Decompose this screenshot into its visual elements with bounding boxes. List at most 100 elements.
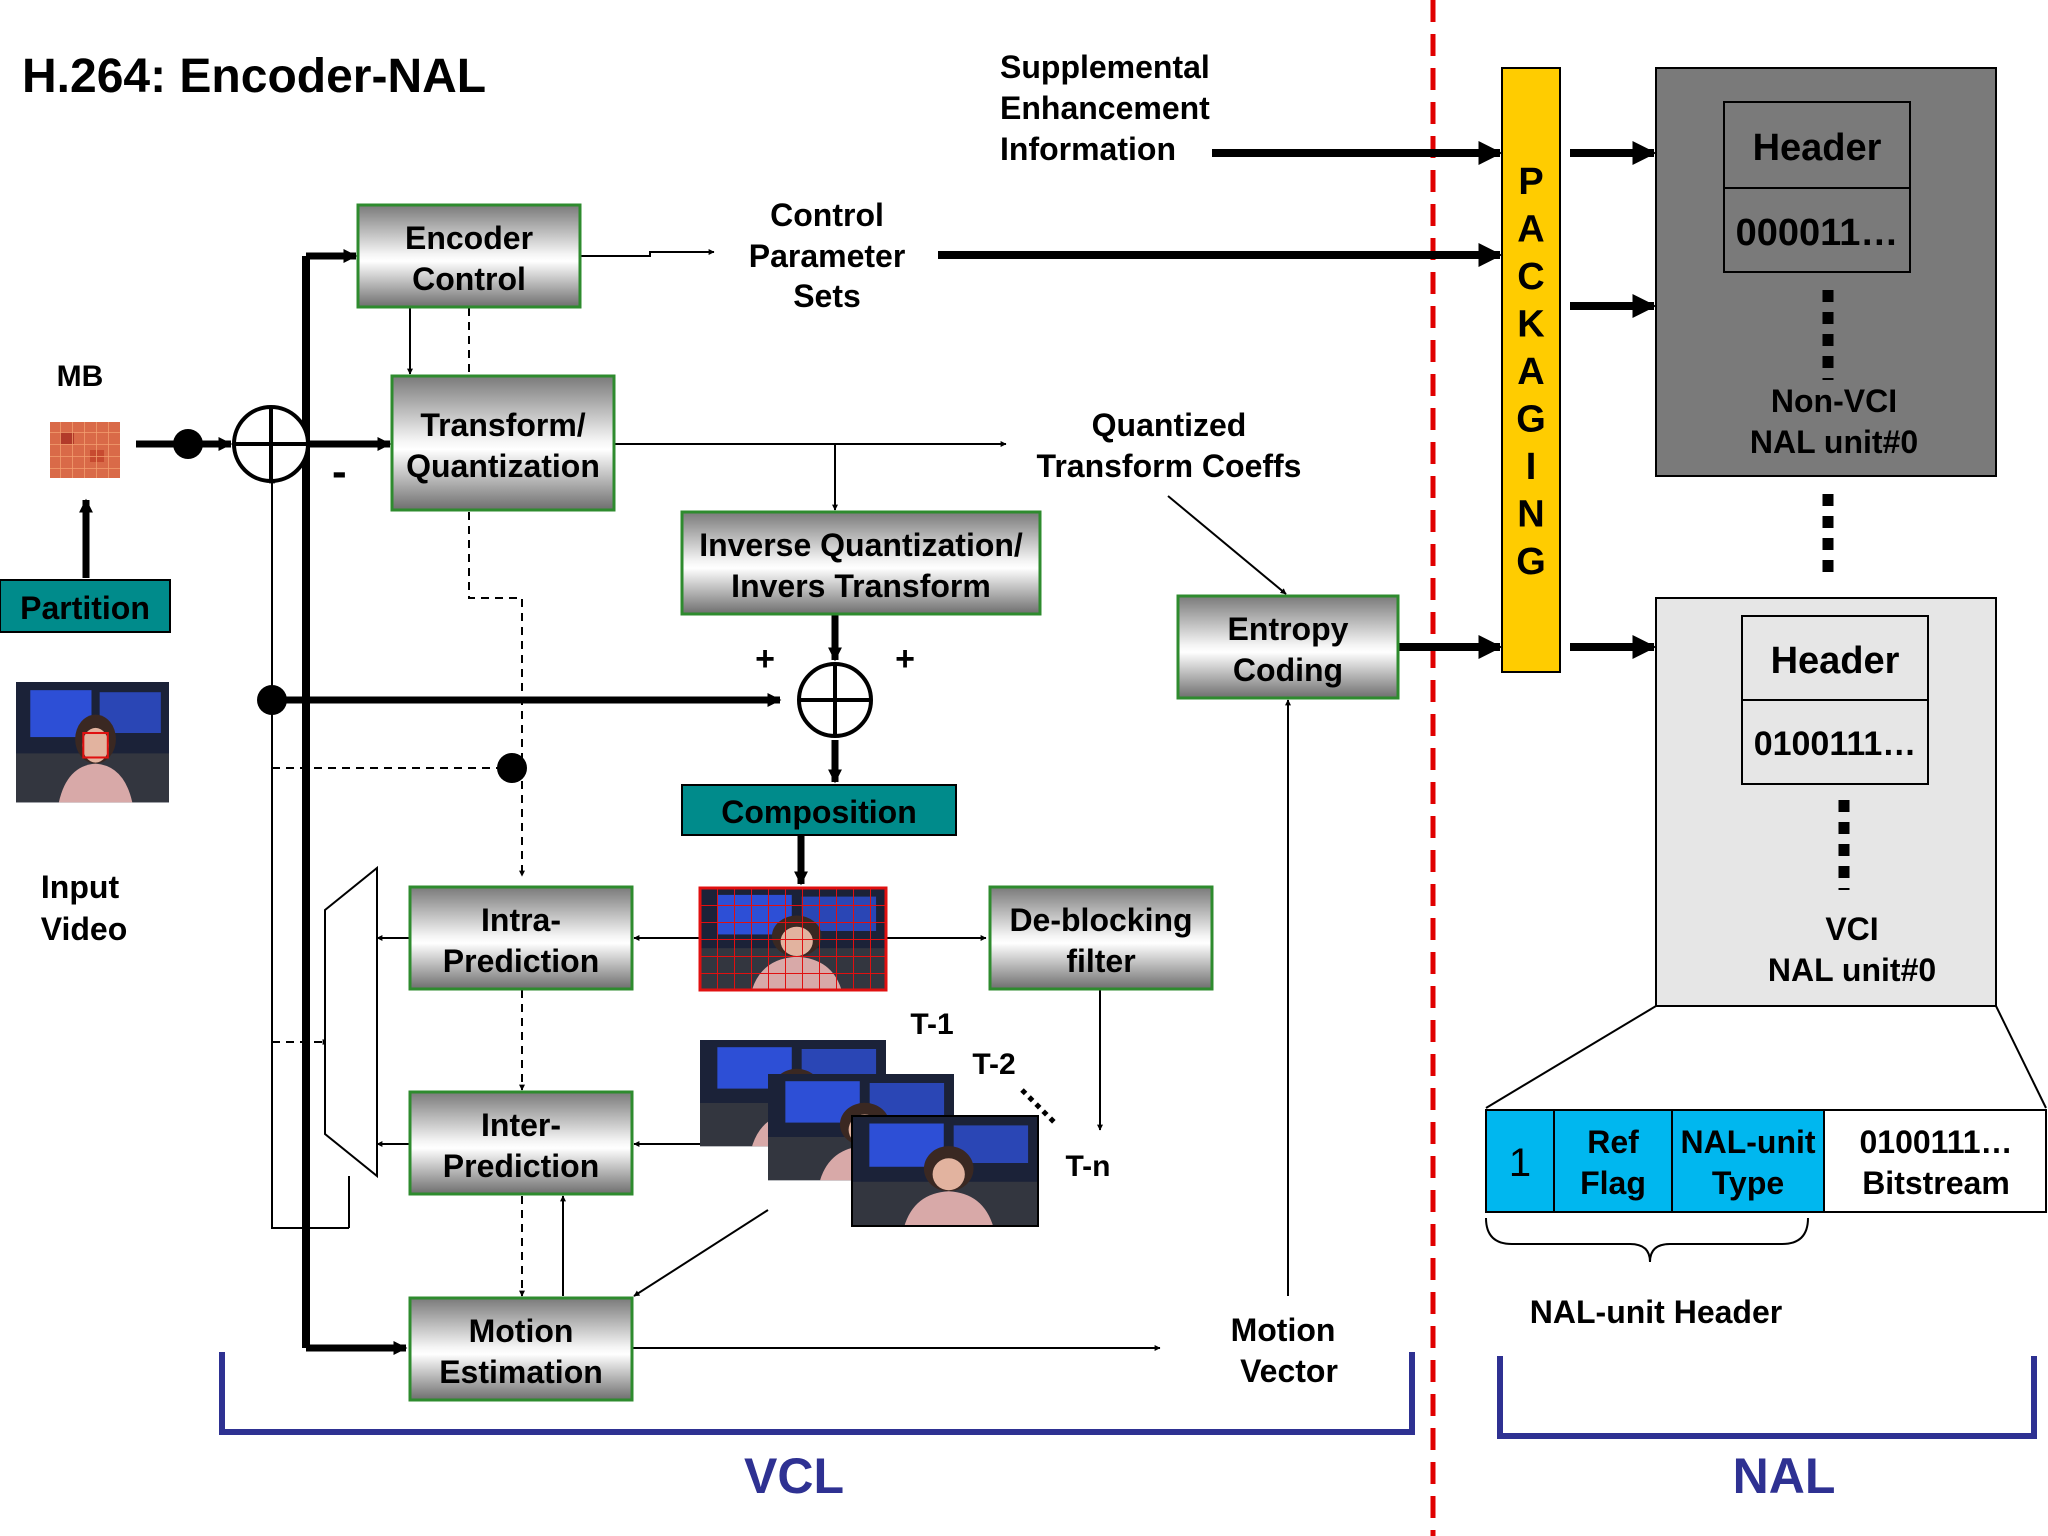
mode-selector xyxy=(324,865,378,1179)
partition-block: Partition xyxy=(0,579,171,633)
dashed-control-lines xyxy=(272,308,525,1297)
svg-text:Partition: Partition xyxy=(20,590,150,626)
ellipsis-dots xyxy=(1020,1088,1058,1126)
inter-prediction-block: Inter- Prediction xyxy=(408,1090,634,1196)
entropy-coding-block: Entropy Coding xyxy=(1176,594,1400,700)
input-video-label: Input xyxy=(41,869,120,905)
packaging-letter: P xyxy=(1518,161,1543,203)
input-video-thumbnail xyxy=(16,682,169,803)
packaging-letter: G xyxy=(1516,541,1546,583)
svg-text:Type: Type xyxy=(1712,1165,1784,1201)
control-parameter-sets-label: Control Parameter Sets xyxy=(749,197,906,314)
macroblock-thumbnail xyxy=(50,422,120,478)
packaging-letter: G xyxy=(1516,399,1546,441)
packaging-letter: A xyxy=(1517,209,1544,251)
sei-label: Supplemental Enhancement Information xyxy=(1000,49,1210,167)
svg-text:Vector: Vector xyxy=(1240,1353,1338,1389)
reconstructed-frame xyxy=(698,886,888,992)
control-lines xyxy=(269,249,1291,1351)
junction-dot xyxy=(173,429,203,459)
forbidden-bit: 1 xyxy=(1509,1141,1531,1185)
svg-text:De-blocking: De-blocking xyxy=(1009,902,1192,938)
svg-text:Enhancement: Enhancement xyxy=(1000,90,1210,126)
non-vcl-bits: 000011… xyxy=(1736,212,1899,254)
svg-text:Control: Control xyxy=(412,261,526,297)
vcl-bracket xyxy=(219,1352,1415,1435)
packaging-letter: C xyxy=(1517,256,1544,298)
svg-text:Flag: Flag xyxy=(1580,1165,1646,1201)
reference-frames xyxy=(700,1040,1039,1227)
svg-text:Inverse Quantization/: Inverse Quantization/ xyxy=(699,527,1023,563)
add-node xyxy=(797,662,873,738)
non-vcl-header: Header xyxy=(1753,127,1882,169)
page-title: H.264: Encoder-NAL xyxy=(22,50,486,103)
svg-text:Sets: Sets xyxy=(793,278,861,314)
tn-label: T-n xyxy=(1066,1150,1111,1183)
input-video-label-2: Video xyxy=(41,911,128,947)
composition-block: Composition xyxy=(681,784,957,836)
intra-prediction-block: Intra- Prediction xyxy=(408,885,634,991)
junction-dot xyxy=(257,685,287,715)
svg-text:Encoder: Encoder xyxy=(405,220,533,256)
svg-text:NAL unit#0: NAL unit#0 xyxy=(1768,952,1936,988)
minus-sign: - xyxy=(332,447,347,496)
packaging-letter: N xyxy=(1517,494,1544,536)
svg-text:Composition: Composition xyxy=(721,794,917,830)
svg-text:Coding: Coding xyxy=(1233,652,1343,688)
packaging-letter: A xyxy=(1517,351,1544,393)
svg-text:Quantized: Quantized xyxy=(1092,407,1247,443)
nal-label: NAL xyxy=(1733,1448,1836,1504)
t2-label: T-2 xyxy=(972,1048,1015,1081)
svg-text:Motion: Motion xyxy=(1231,1312,1336,1348)
svg-text:Entropy: Entropy xyxy=(1228,611,1349,647)
packaging-letter: K xyxy=(1517,304,1545,346)
svg-text:Non-VCI: Non-VCI xyxy=(1771,383,1897,419)
svg-text:Information: Information xyxy=(1000,131,1176,167)
inverse-quantization-block: Inverse Quantization/ Invers Transform xyxy=(680,510,1042,616)
svg-text:Invers Transform: Invers Transform xyxy=(731,568,991,604)
vcl-header: Header xyxy=(1771,640,1900,682)
ref-flag-label: Ref xyxy=(1587,1124,1639,1160)
plus-sign-left: + xyxy=(755,640,775,678)
svg-text:Inter-: Inter- xyxy=(481,1107,561,1143)
non-vcl-nal-unit: Header 000011… Non-VCI NAL unit#0 xyxy=(1655,67,1997,477)
deblocking-filter-block: De-blocking filter xyxy=(988,885,1214,991)
vcl-bits: 0100111… xyxy=(1754,725,1917,763)
motion-estimation-block: Motion Estimation xyxy=(408,1296,634,1402)
svg-text:NAL unit#0: NAL unit#0 xyxy=(1750,424,1918,460)
svg-text:Prediction: Prediction xyxy=(443,943,599,979)
vcl-nal-unit: Header 0100111… VCI NAL unit#0 xyxy=(1655,597,1997,1007)
svg-text:filter: filter xyxy=(1066,943,1135,979)
bitstream-label: 0100111… xyxy=(1859,1124,2012,1160)
svg-text:Prediction: Prediction xyxy=(443,1148,599,1184)
svg-text:Transform/: Transform/ xyxy=(420,407,585,443)
nal-unit-type-label: NAL-unit xyxy=(1680,1124,1815,1160)
svg-text:Transform Coeffs: Transform Coeffs xyxy=(1037,448,1302,484)
packaging-letter: I xyxy=(1526,446,1537,488)
quantized-coeffs-label: Quantized Transform Coeffs xyxy=(1037,407,1302,484)
nal-header-brace xyxy=(1485,1217,1809,1263)
svg-text:Supplemental: Supplemental xyxy=(1000,49,1210,85)
svg-text:Quantization: Quantization xyxy=(406,448,600,484)
nal-header-fields: 1 Ref Flag NAL-unit Type 0100111… Bitstr… xyxy=(1485,1109,2047,1213)
nal-bracket xyxy=(1497,1356,2037,1439)
plus-sign-right: + xyxy=(895,640,915,678)
motion-vector-label: Motion Vector xyxy=(1231,1312,1338,1389)
subtract-node xyxy=(232,405,310,483)
svg-text:Bitstream: Bitstream xyxy=(1862,1165,2010,1201)
svg-text:Intra-: Intra- xyxy=(481,902,561,938)
nal-unit-header-label: NAL-unit Header xyxy=(1530,1294,1782,1330)
junction-dot xyxy=(497,753,527,783)
svg-text:Parameter: Parameter xyxy=(749,238,906,274)
encoder-control-block: Encoder Control xyxy=(356,203,582,309)
t1-label: T-1 xyxy=(910,1008,953,1041)
svg-text:Control: Control xyxy=(770,197,884,233)
svg-text:Motion: Motion xyxy=(469,1313,574,1349)
mb-label: MB xyxy=(57,360,104,393)
transform-quantization-block: Transform/ Quantization xyxy=(390,374,616,512)
vcl-label: VCL xyxy=(744,1448,844,1504)
svg-text:VCI: VCI xyxy=(1825,911,1878,947)
svg-text:Estimation: Estimation xyxy=(439,1354,603,1390)
